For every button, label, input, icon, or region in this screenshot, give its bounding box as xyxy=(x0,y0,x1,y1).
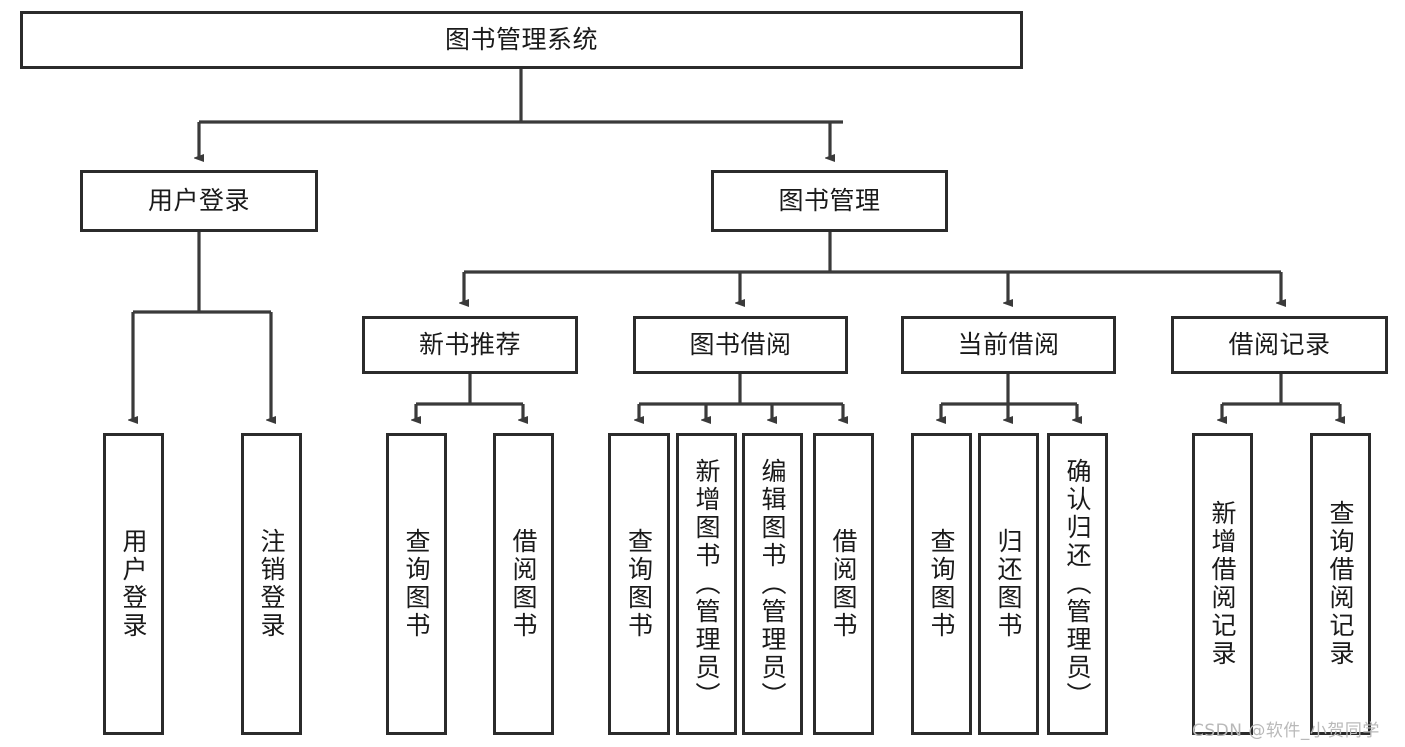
node-label: 查询图书 xyxy=(927,528,956,640)
node-label: 查询图书 xyxy=(624,528,654,640)
node-new-book-recommend[interactable]: 新书推荐 xyxy=(362,316,578,374)
node-label: 当前借阅 xyxy=(957,330,1060,360)
node-label: 新增借阅记录 xyxy=(1208,500,1237,668)
node-leaf-add-book-admin[interactable]: 新增图书（管理员） xyxy=(676,433,737,735)
node-leaf-query-book-newbook[interactable]: 查询图书 xyxy=(386,433,447,735)
node-leaf-borrow-book-newbook[interactable]: 借阅图书 xyxy=(493,433,554,735)
node-label: 编辑图书（管理员） xyxy=(758,458,787,710)
node-user-login[interactable]: 用户登录 xyxy=(80,170,318,232)
node-leaf-confirm-return-admin[interactable]: 确认归还（管理员） xyxy=(1047,433,1108,735)
node-leaf-logout[interactable]: 注销登录 xyxy=(241,433,302,735)
node-leaf-query-book-current[interactable]: 查询图书 xyxy=(911,433,972,735)
node-leaf-user-login[interactable]: 用户登录 xyxy=(103,433,164,735)
node-label: 查询借阅记录 xyxy=(1326,500,1355,668)
node-label: 新增图书（管理员） xyxy=(692,458,721,710)
connector-root-to-level2 xyxy=(199,69,843,158)
node-book-borrow[interactable]: 图书借阅 xyxy=(633,316,848,374)
connector-borrowrecord-to-leaves xyxy=(1222,374,1340,420)
node-label: 用户登录 xyxy=(119,528,148,640)
csdn-watermark: CSDN @软件_小贺同学 xyxy=(1192,721,1380,741)
node-root-book-management-system[interactable]: 图书管理系统 xyxy=(20,11,1023,69)
node-leaf-borrow-book[interactable]: 借阅图书 xyxy=(813,433,874,735)
node-leaf-query-borrow-record[interactable]: 查询借阅记录 xyxy=(1310,433,1371,735)
node-leaf-return-book[interactable]: 归还图书 xyxy=(978,433,1039,735)
node-leaf-add-borrow-record[interactable]: 新增借阅记录 xyxy=(1192,433,1253,735)
connector-bookmgmt-to-level3 xyxy=(464,232,1281,303)
node-label: 查询图书 xyxy=(402,528,431,640)
node-borrow-record[interactable]: 借阅记录 xyxy=(1171,316,1388,374)
node-current-borrow[interactable]: 当前借阅 xyxy=(901,316,1116,374)
connector-newbook-to-leaves xyxy=(416,374,523,420)
node-label: 借阅图书 xyxy=(509,528,538,640)
node-label: 借阅记录 xyxy=(1228,330,1331,360)
node-label: 归还图书 xyxy=(994,528,1023,640)
node-label: 图书借阅 xyxy=(689,330,792,360)
connector-bookborrow-to-leaves xyxy=(639,374,843,420)
node-leaf-query-book-borrow[interactable]: 查询图书 xyxy=(608,433,670,735)
node-label: 图书管理系统 xyxy=(444,25,598,55)
node-label: 确认归还（管理员） xyxy=(1063,458,1092,710)
connector-userlogin-to-leaves xyxy=(133,232,271,420)
node-label: 注销登录 xyxy=(257,528,286,640)
node-label: 借阅图书 xyxy=(829,528,858,640)
node-label: 新书推荐 xyxy=(418,330,521,360)
node-label: 用户登录 xyxy=(147,186,250,216)
node-leaf-edit-book-admin[interactable]: 编辑图书（管理员） xyxy=(742,433,803,735)
node-book-management[interactable]: 图书管理 xyxy=(711,170,948,232)
connector-currentborrow-to-leaves xyxy=(941,374,1077,420)
node-label: 图书管理 xyxy=(778,186,881,216)
